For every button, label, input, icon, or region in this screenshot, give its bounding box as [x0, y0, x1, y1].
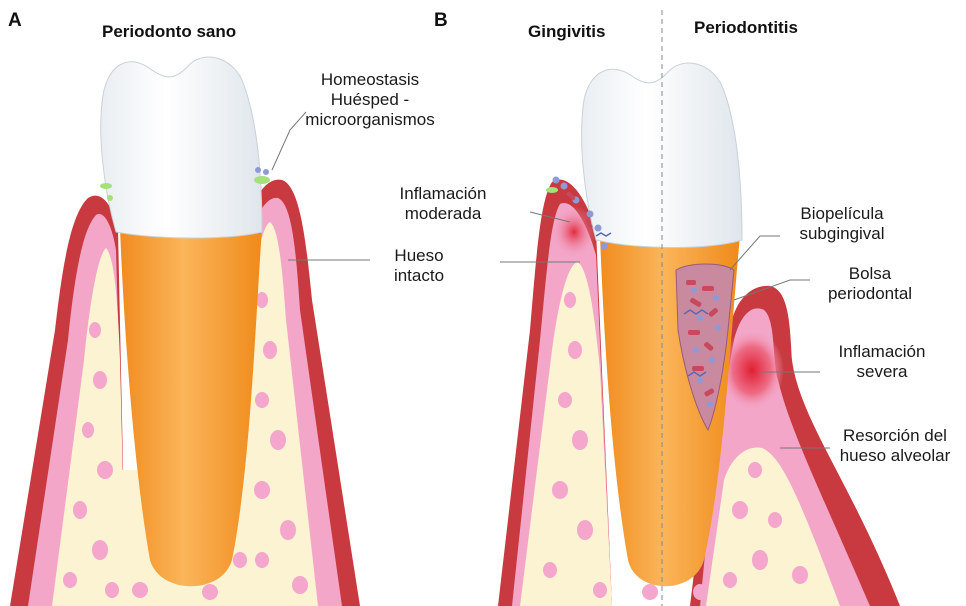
- label-inflamacion-severa-line1: Inflamación: [822, 342, 942, 362]
- label-homeostasis-line2: Huésped -: [300, 90, 440, 110]
- label-homeostasis: Homeostasis Huésped - microorganismos: [300, 70, 440, 130]
- panel-title-periodontitis: Periodontitis: [694, 18, 798, 38]
- label-biopelicula: Biopelícula subgingival: [782, 204, 902, 244]
- diseased-tooth-group: [498, 10, 900, 606]
- label-homeostasis-line1: Homeostasis: [300, 70, 440, 90]
- label-inflamacion-moderada-line2: moderada: [388, 204, 498, 224]
- label-inflamacion-moderada: Inflamación moderada: [388, 184, 498, 224]
- label-inflamacion-severa: Inflamación severa: [822, 342, 942, 382]
- panel-letter-a: A: [8, 10, 22, 32]
- label-resorcion: Resorción del hueso alveolar: [828, 426, 962, 466]
- label-bolsa-line1: Bolsa: [810, 264, 930, 284]
- panel-title-healthy: Periodonto sano: [102, 22, 236, 42]
- label-resorcion-line1: Resorción del: [828, 426, 962, 446]
- label-bolsa: Bolsa periodontal: [810, 264, 930, 304]
- label-hueso-intacto: Hueso intacto: [364, 246, 474, 286]
- label-bolsa-line2: periodontal: [810, 284, 930, 304]
- panel-letter-b: B: [434, 10, 448, 32]
- label-hueso-intacto-line2: intacto: [364, 266, 474, 286]
- label-homeostasis-line3: microorganismos: [300, 110, 440, 130]
- panel-title-gingivitis: Gingivitis: [528, 22, 605, 42]
- label-inflamacion-severa-line2: severa: [822, 362, 942, 382]
- label-biopelicula-line1: Biopelícula: [782, 204, 902, 224]
- healthy-tooth-group: [10, 57, 370, 606]
- label-inflamacion-moderada-line1: Inflamación: [388, 184, 498, 204]
- crown-a: [101, 57, 262, 238]
- label-biopelicula-line2: subgingival: [782, 224, 902, 244]
- label-hueso-intacto-line1: Hueso: [364, 246, 474, 266]
- label-resorcion-line2: hueso alveolar: [828, 446, 962, 466]
